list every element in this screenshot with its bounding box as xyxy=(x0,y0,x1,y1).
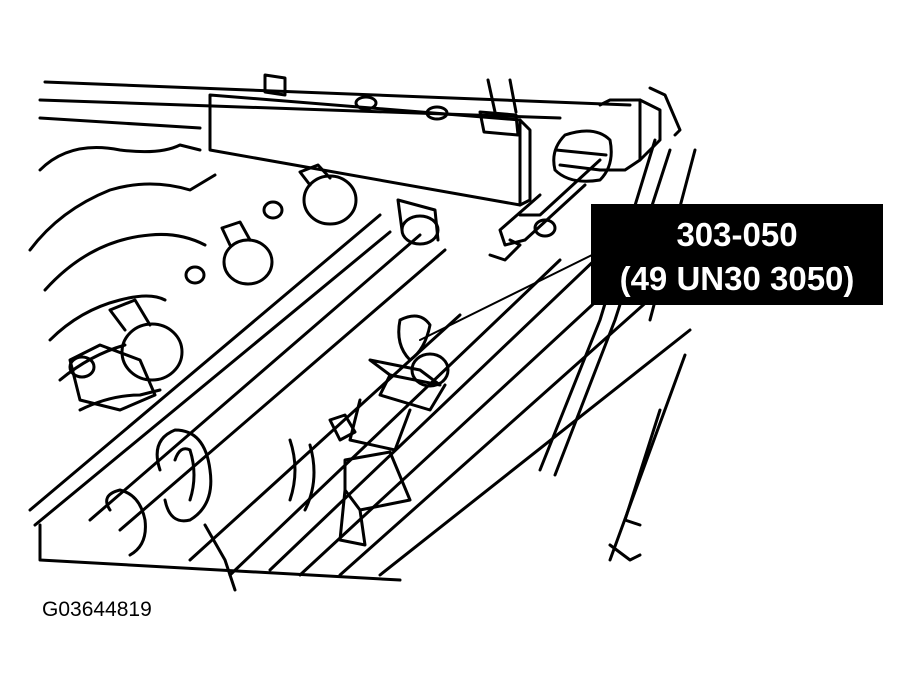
top-bracket xyxy=(208,73,532,207)
connector-blocks xyxy=(288,438,412,547)
hose-clip xyxy=(328,314,450,452)
tool-alt-number: (49 UN30 3050) xyxy=(619,260,855,297)
tool-callout: 303-050 (49 UN30 3050) xyxy=(591,204,883,305)
leader-line xyxy=(419,254,593,341)
fuel-injectors xyxy=(68,163,358,412)
intake-runners xyxy=(28,143,217,412)
tool-number: 303-050 xyxy=(676,216,798,253)
figure-code: G03644819 xyxy=(42,598,152,621)
wire-loops xyxy=(105,428,237,592)
